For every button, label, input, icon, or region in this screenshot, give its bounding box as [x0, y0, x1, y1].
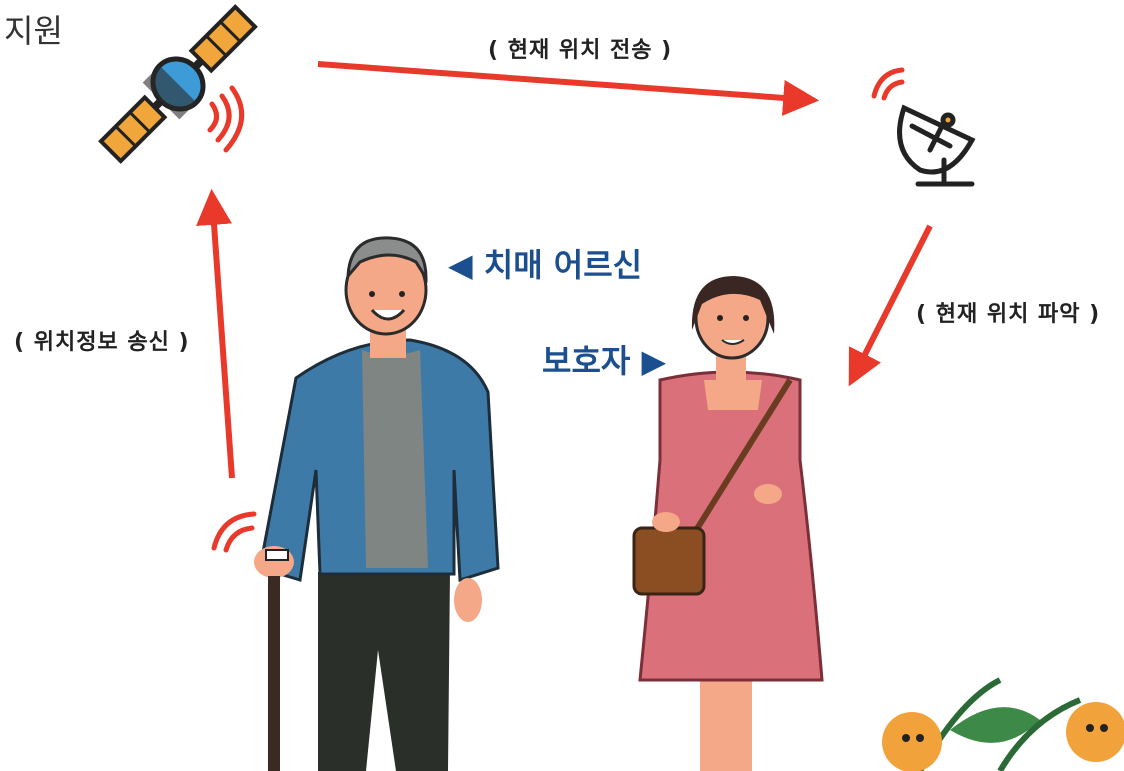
- page-title-fragment: 지원: [4, 12, 63, 50]
- label-send-location: ( 위치정보 송신 ): [14, 330, 190, 355]
- arrow-transmit: [317, 61, 820, 116]
- decorative-flowers-illustration: [882, 677, 1124, 771]
- label-transmit-location: ( 현재 위치 전송 ): [488, 38, 673, 63]
- elderly-person-illustration: [254, 236, 500, 771]
- label-elder: ◀ 치매 어르신: [448, 246, 643, 284]
- label-guardian: 보호자 ▶: [542, 342, 667, 380]
- satellite-signal-icon: [207, 85, 245, 153]
- wristband-signal-icon: [211, 511, 257, 553]
- arrow-send: [196, 188, 235, 479]
- satellite-dish-icon: [897, 104, 976, 187]
- satellite-icon: [98, 4, 258, 164]
- guardian-person-illustration: [632, 276, 824, 771]
- label-locate-current: ( 현재 위치 파악 ): [916, 302, 1101, 327]
- arrow-locate: [848, 224, 933, 387]
- dish-signal-icon: [871, 67, 905, 101]
